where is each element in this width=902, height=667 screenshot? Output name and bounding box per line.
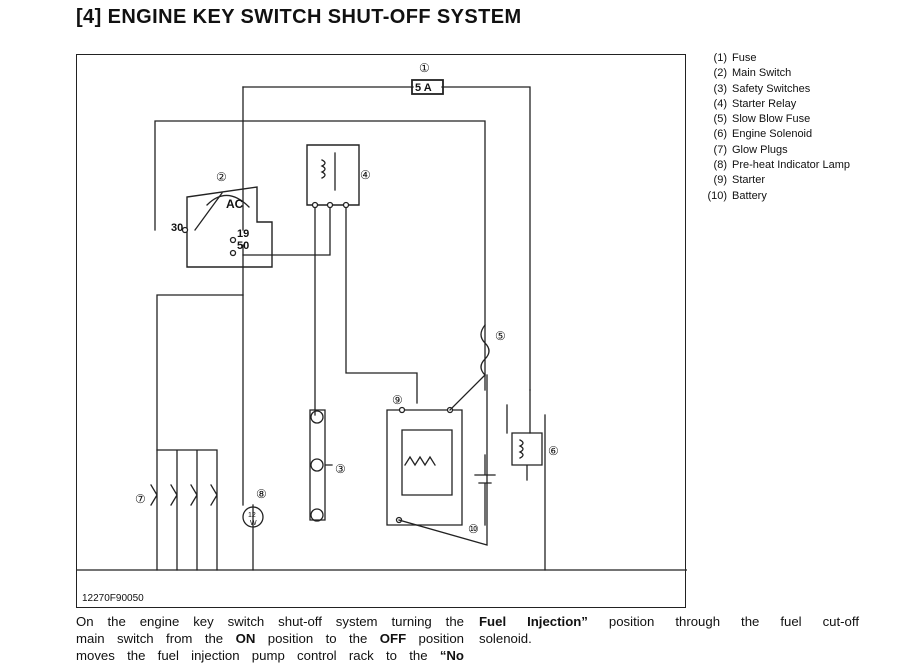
label-19: 19 xyxy=(237,228,249,240)
terminal-30 xyxy=(181,226,189,234)
wiring-diagram-svg: 5 A AC 30 19 50 12 W ① ② ③ ④ ⑤ ⑥ ⑦ ⑧ ⑨ ⑩ xyxy=(77,61,687,571)
starter-lead xyxy=(398,374,488,546)
lamp-rating-top: 12 xyxy=(248,512,256,519)
wire-relay-to-starter xyxy=(345,204,418,404)
label-ac: AC xyxy=(226,197,244,211)
legend-item: (6)Engine Solenoid xyxy=(713,128,813,141)
legend: (1)Fuse (2)Main Switch (3)Safety Switche… xyxy=(697,51,850,204)
preheat-lamp xyxy=(242,506,264,528)
main-switch-body xyxy=(186,186,273,268)
body-line: main switch from the ON position to the … xyxy=(76,631,464,646)
wire-glow-bus xyxy=(156,294,244,451)
page-title: [4] ENGINE KEY SWITCH SHUT-OFF SYSTEM xyxy=(76,6,522,28)
body-text-column-2: Fuel Injection” position through the fue… xyxy=(479,613,859,647)
legend-item: (10)Battery xyxy=(707,189,767,202)
wire-terminal-30 xyxy=(154,120,486,391)
lamp-rating-bottom: W xyxy=(250,520,257,527)
callout-1: ① xyxy=(419,61,430,75)
body-line: solenoid. xyxy=(479,631,532,646)
callout-5: ⑤ xyxy=(495,329,506,343)
wiring-diagram: 5 A AC 30 19 50 12 W ① ② ③ ④ ⑤ ⑥ ⑦ ⑧ ⑨ ⑩… xyxy=(76,54,687,608)
legend-item: (8)Pre-heat Indicator Lamp xyxy=(713,159,851,172)
body-line: On the engine key switch shut-off system… xyxy=(76,614,464,629)
label-50: 50 xyxy=(237,240,249,252)
main-switch-lever xyxy=(194,192,223,231)
callout-8: ⑧ xyxy=(256,487,267,501)
callout-2: ② xyxy=(216,170,227,184)
starter-relay-body xyxy=(306,144,360,206)
battery xyxy=(474,454,496,526)
body-text-column-1: On the engine key switch shut-off system… xyxy=(76,613,464,664)
terminal-19 xyxy=(229,236,237,244)
wire-terminal-50 xyxy=(242,204,331,256)
label-30: 30 xyxy=(171,222,183,234)
figure-id: 12270F90050 xyxy=(82,593,144,604)
engine-solenoid xyxy=(511,414,546,571)
callout-9: ⑨ xyxy=(392,393,403,407)
wire-fuse-bus xyxy=(242,86,531,391)
callout-6: ⑥ xyxy=(548,444,559,458)
callout-4: ④ xyxy=(360,168,371,182)
glow-plugs xyxy=(150,449,218,571)
legend-item: (4)Starter Relay xyxy=(713,97,797,110)
body-line: moves the fuel injection pump control ra… xyxy=(76,648,464,663)
safety-switches xyxy=(309,409,333,521)
fuse-box xyxy=(411,79,444,95)
starter-spring xyxy=(404,455,436,467)
legend-item: (5)Slow Blow Fuse xyxy=(713,113,811,126)
legend-item: (9)Starter xyxy=(713,174,766,187)
starter-body xyxy=(386,409,463,526)
callout-7: ⑦ xyxy=(135,492,146,506)
legend-item: (2)Main Switch xyxy=(713,67,792,80)
legend-item: (7)Glow Plugs xyxy=(713,143,788,156)
body-line: Fuel Injection” position through the fue… xyxy=(479,614,859,629)
wire-to-solenoid xyxy=(506,389,531,434)
legend-item: (3)Safety Switches xyxy=(713,82,811,95)
relay-coil xyxy=(320,152,336,191)
slow-blow-fuse xyxy=(480,324,490,376)
callout-10: ⑩ xyxy=(468,522,479,536)
callout-3: ③ xyxy=(335,462,346,476)
main-switch-arc xyxy=(206,194,250,208)
fuse-rating: 5 A xyxy=(415,82,432,94)
terminal-50 xyxy=(229,249,237,257)
legend-item: (1)Fuse xyxy=(713,52,757,64)
